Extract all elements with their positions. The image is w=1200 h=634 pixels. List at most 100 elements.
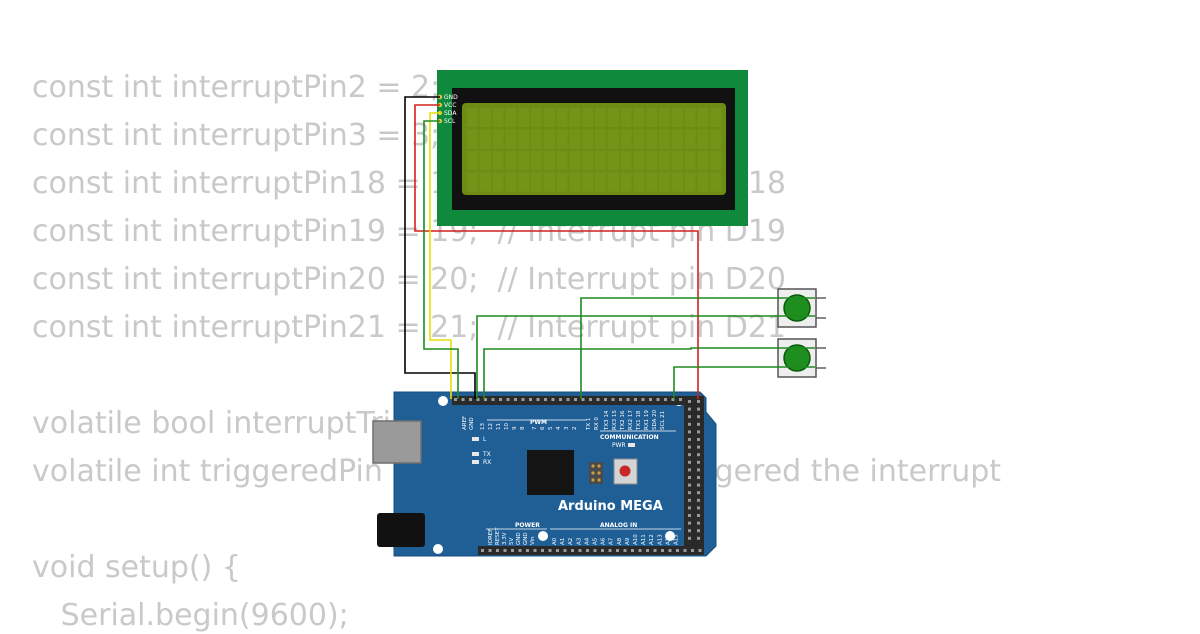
reset-button-cap[interactable] bbox=[619, 465, 631, 477]
led-pwr-label: PWR bbox=[612, 442, 626, 449]
lcd-cell bbox=[633, 108, 645, 127]
lcd-cell bbox=[671, 151, 683, 170]
header-pin bbox=[688, 407, 691, 411]
header-pin bbox=[571, 549, 574, 552]
lcd-cell bbox=[569, 151, 581, 170]
header-pin bbox=[697, 400, 700, 403]
header-pin bbox=[596, 398, 600, 401]
lcd-cell bbox=[569, 129, 581, 149]
lcd-cell bbox=[620, 108, 632, 127]
header-pin bbox=[619, 398, 622, 401]
top-pin-label: 7 bbox=[532, 426, 538, 430]
lcd-cell bbox=[479, 172, 491, 192]
header-pin bbox=[668, 549, 672, 552]
button-cap[interactable] bbox=[783, 294, 811, 322]
wire-button-1-gnd[interactable] bbox=[476, 315, 815, 399]
analog-pin-label: A11 bbox=[641, 534, 647, 545]
header-pin bbox=[488, 549, 492, 552]
lcd-cell bbox=[531, 129, 542, 149]
wire-button-2-signal[interactable] bbox=[673, 366, 815, 399]
analog-pin-label: A14 bbox=[665, 534, 671, 545]
lcd-pin-label: GND bbox=[444, 94, 458, 101]
lcd-cell bbox=[659, 129, 670, 149]
lcd-cell bbox=[684, 129, 696, 149]
lcd-cell bbox=[467, 151, 478, 170]
push-button-2[interactable] bbox=[777, 338, 826, 378]
lcd-cell bbox=[710, 129, 722, 149]
icsp-pin bbox=[591, 478, 595, 482]
header-pin bbox=[683, 549, 687, 552]
lcd-cell bbox=[710, 151, 722, 170]
wire-scl[interactable] bbox=[423, 120, 459, 399]
lcd-cell bbox=[595, 108, 606, 127]
lcd-module[interactable]: GND VCC SDA SCL bbox=[437, 70, 748, 226]
top-pin-label: 13 bbox=[480, 423, 486, 430]
lcd-cell bbox=[697, 129, 709, 149]
lcd-cell bbox=[531, 151, 542, 170]
lcd-cell bbox=[684, 172, 696, 192]
top-pin-label: 12 bbox=[488, 423, 494, 430]
analog-pin-label: A3 bbox=[576, 537, 582, 545]
wire-button-1-signal[interactable] bbox=[580, 297, 815, 399]
header-pin bbox=[688, 491, 691, 495]
header-pin bbox=[688, 460, 691, 464]
top-pin-label: RX1 19 bbox=[644, 410, 650, 430]
top-pin-label: 6 bbox=[540, 426, 546, 430]
mounting-hole bbox=[438, 396, 448, 406]
header-pin bbox=[631, 549, 634, 552]
top-pin-label: TX1 18 bbox=[636, 410, 642, 431]
wire-vcc[interactable] bbox=[414, 104, 699, 399]
code-line: Serial.begin(9600); bbox=[32, 598, 349, 633]
lcd-cell bbox=[620, 172, 632, 192]
lcd-pin-label: VCC bbox=[444, 102, 456, 109]
wire-sda[interactable] bbox=[429, 112, 452, 399]
analog-pin-label: A8 bbox=[617, 537, 623, 545]
icsp-pin bbox=[591, 471, 595, 475]
wire-button-2-gnd[interactable] bbox=[483, 347, 815, 399]
header-pin bbox=[697, 529, 700, 533]
power-jack bbox=[377, 513, 425, 547]
lcd-cell bbox=[467, 108, 478, 127]
top-pin-label: TX 1 bbox=[586, 418, 592, 431]
mounting-hole bbox=[665, 531, 675, 541]
power-pin-label: 5V bbox=[509, 538, 515, 545]
lcd-cell bbox=[633, 172, 645, 192]
header-pin bbox=[649, 398, 652, 401]
lcd-cell bbox=[697, 108, 709, 127]
wire-gnd[interactable] bbox=[404, 96, 476, 399]
header-pin bbox=[688, 400, 691, 403]
lcd-cell bbox=[659, 151, 670, 170]
reset-button[interactable] bbox=[613, 458, 638, 485]
header-pin bbox=[688, 506, 691, 510]
lcd-cell bbox=[492, 129, 504, 149]
header-pin bbox=[697, 483, 700, 487]
button-cap[interactable] bbox=[783, 344, 811, 372]
lcd-cell bbox=[671, 108, 683, 127]
header-pin bbox=[514, 398, 517, 401]
header-pin bbox=[697, 468, 700, 472]
lcd-cell bbox=[710, 172, 722, 192]
analog-pin-label: A4 bbox=[584, 537, 590, 545]
lcd-cell bbox=[518, 108, 530, 127]
lcd-cell bbox=[492, 151, 504, 170]
lcd-cell bbox=[467, 172, 478, 192]
lcd-cell bbox=[633, 151, 645, 170]
lcd-cell bbox=[607, 129, 619, 149]
code-line: const int interruptPin21 = 21; // Interr… bbox=[32, 310, 787, 345]
header-pin bbox=[601, 549, 604, 552]
lcd-cell bbox=[492, 172, 504, 192]
power-pin-label: IOREF bbox=[488, 529, 494, 545]
lcd-cell bbox=[595, 172, 606, 192]
microcontroller-chip bbox=[527, 450, 574, 495]
header-pin bbox=[656, 398, 660, 401]
header-pin bbox=[697, 453, 700, 457]
header-pin bbox=[481, 549, 484, 552]
push-button-1[interactable] bbox=[777, 288, 826, 328]
header-pin bbox=[697, 430, 700, 434]
lcd-cell bbox=[671, 129, 683, 149]
header-pin bbox=[641, 398, 645, 401]
header-pin bbox=[688, 415, 691, 419]
analog-pin-label: A2 bbox=[568, 538, 574, 545]
lcd-cell bbox=[479, 108, 491, 127]
